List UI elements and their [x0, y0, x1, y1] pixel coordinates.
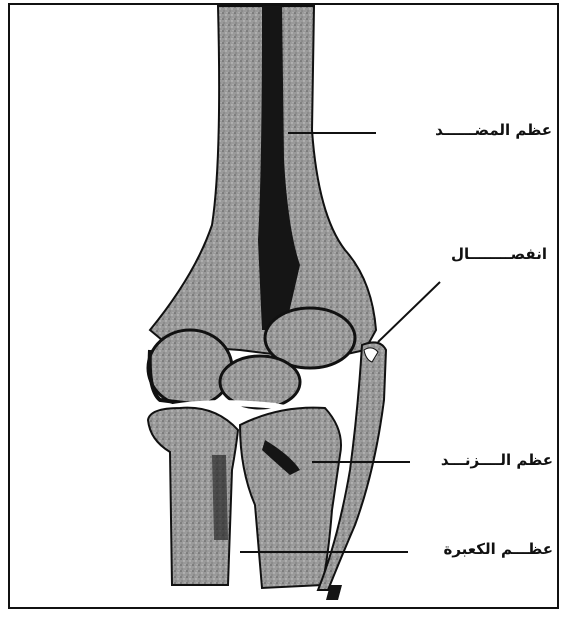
ulna-bone: [148, 408, 238, 585]
radius-bone: [240, 408, 341, 588]
humerus-label: عظم المضــــــد: [435, 121, 552, 139]
ulna-label: عظم الــــزنـــد: [441, 451, 553, 469]
joint-pointer-line: [378, 282, 440, 342]
joint-label: انفصــــــــال: [451, 245, 547, 263]
humerus-bone: [148, 6, 376, 408]
radius-label: عظـــم الكعبرة: [444, 540, 554, 558]
